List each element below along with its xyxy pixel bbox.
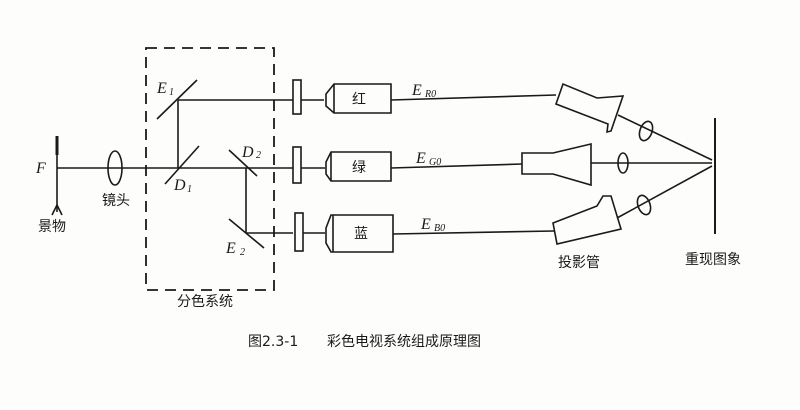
- filter-red: [292, 79, 302, 115]
- camera-tube-blue-label: 蓝: [354, 226, 368, 242]
- svg-text:2: 2: [240, 247, 245, 258]
- mirror-d2-label: D 2: [241, 144, 261, 161]
- signal-label-blue: E B0: [420, 216, 445, 234]
- mirror-d1-label: D 1: [173, 177, 192, 195]
- projection-tube-blue: [552, 195, 623, 245]
- camera-lens: [107, 150, 123, 186]
- svg-text:1: 1: [169, 87, 174, 98]
- camera-tube-green: [325, 151, 392, 182]
- svg-text:E: E: [415, 150, 426, 167]
- projection-beam-red: [617, 114, 713, 161]
- mirror-e1-label: E 1: [156, 80, 174, 98]
- signal-line-blue: [392, 230, 555, 235]
- signal-line-red: [390, 94, 557, 101]
- projection-lens-red: [638, 120, 654, 142]
- signal-label-green: E G0: [415, 150, 441, 168]
- svg-text:G0: G0: [429, 157, 441, 168]
- signal-line-green: [390, 163, 523, 169]
- reproduced-image-label: 重现图象: [685, 252, 741, 268]
- svg-text:E: E: [411, 82, 422, 99]
- mirror-d2: [228, 149, 258, 177]
- projection-tube-green: [521, 142, 592, 187]
- mirror-d1: [164, 145, 200, 185]
- signal-label-red: E R0: [411, 82, 436, 100]
- projection-tube-red: [554, 82, 625, 134]
- camera-tube-red: [325, 83, 392, 114]
- projection-lens-blue: [636, 194, 652, 216]
- color-separation-label: 分色系统: [177, 293, 233, 310]
- svg-text:D: D: [241, 144, 254, 161]
- figure-number: 图2.3-1: [248, 334, 298, 350]
- svg-text:D: D: [173, 177, 186, 194]
- scene-label: 景物: [38, 219, 66, 235]
- camera-tube-red-label: 红: [352, 92, 366, 108]
- svg-text:E: E: [225, 240, 236, 257]
- scene-object: [51, 136, 63, 216]
- svg-text:E: E: [156, 80, 167, 97]
- figure-caption: 彩色电视系统组成原理图: [327, 333, 481, 350]
- svg-text:1: 1: [187, 184, 192, 195]
- object-point-label: F: [35, 160, 46, 177]
- svg-text:E: E: [420, 216, 431, 233]
- color-separation-box: [145, 47, 275, 291]
- projection-lens-green: [617, 152, 629, 174]
- svg-text:2: 2: [256, 150, 261, 161]
- camera-tube-green-label: 绿: [352, 160, 366, 176]
- camera-tube-blue: [325, 214, 394, 253]
- projection-beam-blue: [616, 165, 713, 219]
- filter-blue: [294, 212, 304, 252]
- mirror-e2-label: E 2: [225, 240, 245, 258]
- mirror-e1: [156, 79, 198, 120]
- svg-text:R0: R0: [424, 89, 436, 100]
- svg-text:B0: B0: [434, 223, 445, 234]
- filter-green: [292, 146, 302, 184]
- lens-label: 镜头: [102, 193, 130, 209]
- projection-tubes-label: 投影管: [558, 255, 600, 271]
